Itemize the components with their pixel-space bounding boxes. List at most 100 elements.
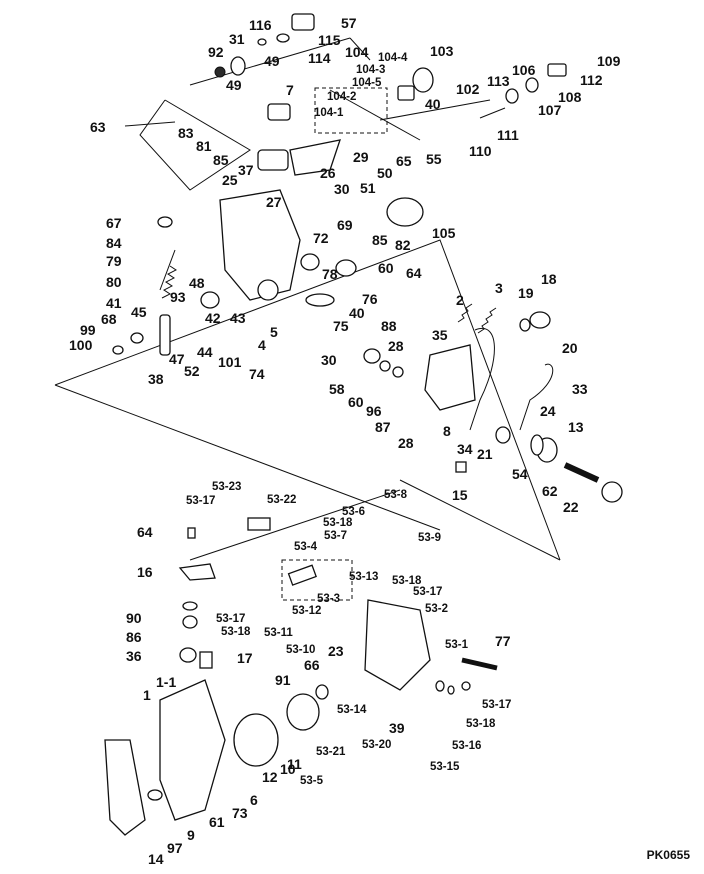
label-45: 45: [131, 304, 147, 320]
label-21: 21: [477, 446, 493, 462]
label-53-3: 53-3: [317, 593, 341, 605]
label-104-4: 104-4: [378, 52, 408, 64]
label-115: 115: [318, 32, 341, 48]
label-53-18-a: 53-18: [323, 517, 353, 529]
label-37: 37: [238, 162, 254, 178]
label-53-11: 53-11: [264, 627, 293, 639]
label-49-b: 49: [226, 77, 242, 93]
label-9: 9: [187, 827, 195, 843]
label-96: 96: [366, 403, 382, 419]
label-53-15: 53-15: [430, 761, 460, 773]
label-53-18-c: 53-18: [221, 626, 251, 638]
label-104-5: 104-5: [352, 77, 382, 89]
label-53-17-d: 53-17: [482, 699, 512, 711]
dashed-subassembly-box-top: [314, 87, 388, 134]
part-97: [147, 789, 163, 801]
label-58: 58: [329, 381, 345, 397]
label-13: 13: [568, 419, 584, 435]
drawing-code: PK0655: [646, 848, 690, 862]
label-101: 101: [218, 354, 242, 370]
label-100: 100: [69, 337, 93, 353]
part-53-21: [286, 693, 320, 731]
governor-housing: [219, 189, 301, 301]
label-54: 54: [512, 466, 528, 482]
spring-3: [477, 307, 497, 334]
label-6: 6: [250, 792, 258, 808]
label-93: 93: [170, 289, 186, 305]
gasket-14: [104, 739, 146, 836]
label-53-9: 53-9: [418, 532, 442, 544]
part-115: [276, 33, 290, 43]
lower-boundary-line: [54, 384, 441, 531]
label-78: 78: [322, 266, 338, 282]
label-28-a: 28: [388, 338, 404, 354]
label-1-1: 1-1: [156, 674, 177, 690]
label-104: 104: [345, 44, 369, 60]
label-87: 87: [375, 419, 391, 435]
label-69: 69: [337, 217, 353, 233]
label-53-14: 53-14: [337, 704, 367, 716]
label-49-a: 49: [264, 53, 280, 69]
label-91: 91: [275, 672, 291, 688]
label-67: 67: [106, 215, 122, 231]
label-53-17-c: 53-17: [216, 613, 246, 625]
label-48: 48: [189, 275, 205, 291]
governor-group-boundary: [54, 239, 561, 561]
label-108: 108: [558, 89, 582, 105]
knob-22: [601, 481, 623, 503]
label-73: 73: [232, 805, 248, 821]
label-40-mid: 40: [349, 305, 365, 321]
label-68: 68: [101, 311, 117, 327]
label-72: 72: [313, 230, 329, 246]
lever-33: [519, 363, 554, 431]
label-51: 51: [360, 180, 376, 196]
label-53-22: 53-22: [267, 494, 297, 506]
label-14: 14: [148, 851, 164, 867]
label-53-6: 53-6: [342, 506, 366, 518]
label-53-13: 53-13: [349, 571, 379, 583]
label-41: 41: [106, 295, 122, 311]
label-65: 65: [396, 153, 412, 169]
label-85-a: 85: [213, 152, 229, 168]
label-112: 112: [580, 72, 603, 88]
label-34: 34: [457, 441, 473, 457]
label-82: 82: [395, 237, 411, 253]
label-10: 10: [280, 761, 296, 777]
label-7: 7: [286, 82, 294, 98]
label-64-b: 64: [137, 524, 153, 540]
label-26: 26: [320, 165, 336, 181]
label-27: 27: [266, 194, 282, 210]
label-116: 116: [249, 17, 272, 33]
label-62: 62: [542, 483, 558, 499]
linkage-53-1: [364, 599, 431, 691]
label-5: 5: [270, 324, 278, 340]
label-53-10: 53-10: [286, 644, 316, 656]
label-53-16: 53-16: [452, 740, 482, 752]
label-105: 105: [432, 225, 456, 241]
label-8: 8: [443, 423, 451, 439]
label-53-23: 53-23: [212, 481, 242, 493]
label-53-7: 53-7: [324, 530, 348, 542]
label-38: 38: [148, 371, 164, 387]
label-50: 50: [377, 165, 393, 181]
label-85-b: 85: [372, 232, 388, 248]
label-88: 88: [381, 318, 397, 334]
label-90: 90: [126, 610, 142, 626]
dashed-subassembly-box: [281, 559, 353, 601]
label-30-a: 30: [334, 181, 350, 197]
label-61: 61: [209, 814, 225, 830]
top-lead-line: [189, 37, 351, 86]
label-19: 19: [518, 285, 534, 301]
label-104-1: 104-1: [314, 107, 344, 119]
label-28-b: 28: [398, 435, 414, 451]
label-79: 79: [106, 253, 122, 269]
label-18: 18: [541, 271, 557, 287]
label-86: 86: [126, 629, 142, 645]
label-31: 31: [229, 31, 245, 47]
label-24: 24: [540, 403, 556, 419]
label-104-3: 104-3: [356, 64, 386, 76]
part-7: [267, 103, 291, 121]
part-57: [291, 13, 315, 31]
label-64-a: 64: [406, 265, 422, 281]
